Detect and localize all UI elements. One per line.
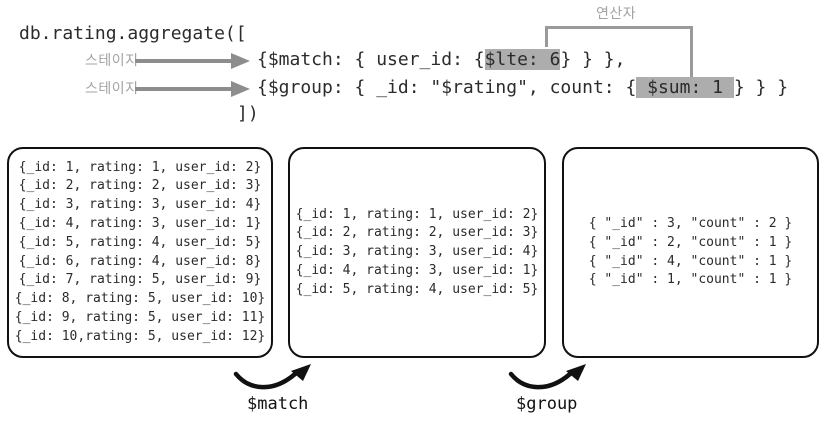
code-segment: } } } — [733, 77, 789, 98]
code-segment: {$match: { user_id: { — [257, 49, 485, 70]
stage-row-match: 스테이지 {$match: { user_id: {$lte: 6} } }, — [0, 47, 833, 73]
operator-bracket-left-leg — [545, 26, 548, 47]
stage-row-group: 스테이지 {$group: { _id: "$rating", count: {… — [0, 75, 833, 101]
group-stage-code: {$group: { _id: "$rating", count: { $sum… — [257, 75, 788, 101]
sum-operator-highlight: $sum: 1 — [636, 77, 734, 98]
operator-bracket-horizontal — [545, 26, 693, 29]
group-transition-label: $group — [516, 394, 578, 414]
code-segment: } } }, — [560, 49, 626, 70]
document-lines: { "_id" : 3, "count" : 2 } { "_id" : 2, … — [588, 215, 793, 288]
stage-label: 스테이지 — [85, 52, 139, 68]
match-transition-label: $match — [247, 394, 309, 414]
lte-operator-highlight: $lte: 6 — [484, 49, 561, 70]
code-segment: {$group: { _id: "$rating", count: { — [257, 77, 637, 98]
curved-arrow-icon — [508, 362, 590, 399]
after-group-box: { "_id" : 3, "count" : 2 } { "_id" : 2, … — [562, 147, 819, 358]
operator-bracket-right-leg — [690, 26, 693, 77]
code-header: db.rating.aggregate([ — [19, 23, 247, 44]
input-collection-box: {_id: 1, rating: 1, user_id: 2} {_id: 2,… — [7, 147, 273, 358]
match-stage-code: {$match: { user_id: {$lte: 6} } }, — [257, 47, 625, 73]
code-footer: ]) — [237, 103, 259, 124]
arrow-right-icon — [135, 81, 250, 102]
document-lines: {_id: 1, rating: 1, user_id: 2} {_id: 2,… — [295, 206, 539, 297]
operator-label: 연산자 — [596, 5, 637, 21]
after-match-box: {_id: 1, rating: 1, user_id: 2} {_id: 2,… — [288, 147, 546, 358]
curved-arrow-icon — [233, 362, 315, 399]
arrow-right-icon — [135, 53, 250, 74]
stage-label: 스테이지 — [85, 80, 139, 96]
document-lines: {_id: 1, rating: 1, user_id: 2} {_id: 2,… — [14, 159, 266, 344]
